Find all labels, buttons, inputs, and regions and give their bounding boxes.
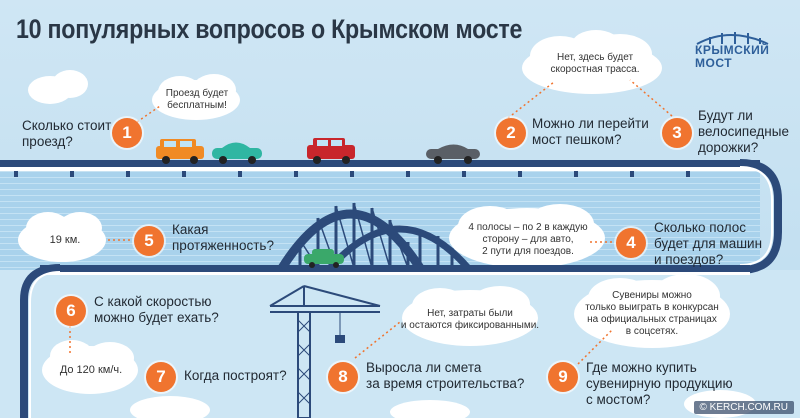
car-grey [426, 144, 480, 164]
cloud-answer-6 [42, 340, 138, 394]
number-badge-5: 5 [134, 226, 164, 256]
question-3: Будут ли велосипедные дорожки? [698, 108, 789, 155]
cloud-answer-8 [402, 286, 538, 346]
answer-8: Нет, затраты были и остаются фиксированн… [400, 308, 540, 331]
question-9: Где можно купить сувенирную продукцию с … [586, 360, 733, 407]
upper-road [0, 160, 760, 177]
construction-crane [269, 285, 381, 418]
arrows [69, 79, 673, 365]
car-teal [212, 142, 262, 164]
logo-arch-icon [696, 32, 769, 45]
cloud-answer-2 [522, 30, 662, 94]
number-badge-3: 3 [662, 118, 692, 148]
question-2: Можно ли перейти мост пешком? [532, 116, 649, 147]
arch-bridge [278, 202, 471, 271]
question-7: Когда построят? [184, 368, 287, 383]
cloud-answer-1 [152, 74, 240, 120]
question-1: Сколько стоит проезд? [22, 118, 112, 149]
answer-1: Проезд будет бесплатным! [165, 88, 229, 111]
number-badge-8: 8 [328, 362, 358, 392]
car-green-under-arch [304, 249, 344, 268]
answer-9: Сувениры можно только выиграть в конкурс… [585, 290, 719, 337]
left-curve [20, 264, 61, 418]
question-4: Сколько полос будет для машин и поездов? [654, 220, 763, 267]
right-curve [739, 159, 782, 274]
question-8: Выросла ли смета за время строительства? [366, 360, 525, 391]
car-orange [156, 139, 204, 164]
logo-line-1: КРЫМСКИЙ [695, 43, 770, 57]
answer-6: До 120 км/ч. [59, 364, 123, 376]
answer-2: Нет, здесь будет скоростная трасса. [550, 52, 640, 75]
page-title: 10 популярных вопросов о Крымском мосте [16, 14, 523, 44]
car-red [307, 138, 355, 164]
cloud-answer-5 [18, 212, 106, 262]
question-6: С какой скоростью можно будет ехать? [94, 294, 219, 325]
logo-line-2: МОСТ [695, 56, 733, 70]
middle-road [40, 265, 750, 275]
answer-5: 19 км. [49, 234, 81, 246]
number-badge-7: 7 [146, 362, 176, 392]
watermark: © KERCH.COM.RU [693, 401, 794, 414]
answer-4: 4 полосы – по 2 в каждую сторону – для а… [468, 222, 588, 257]
number-badge-1: 1 [112, 118, 142, 148]
logo: КРЫМСКИЙ МОСТ [691, 32, 781, 72]
question-5: Какая протяженность? [172, 222, 274, 253]
cloud-1 [28, 70, 88, 104]
number-badge-2: 2 [496, 118, 526, 148]
cloud-answer-9 [574, 274, 730, 348]
number-badge-9: 9 [548, 362, 578, 392]
number-badge-6: 6 [56, 296, 86, 326]
number-badge-4: 4 [616, 228, 646, 258]
clouds [18, 30, 756, 418]
cloud-answer-4 [449, 204, 605, 268]
